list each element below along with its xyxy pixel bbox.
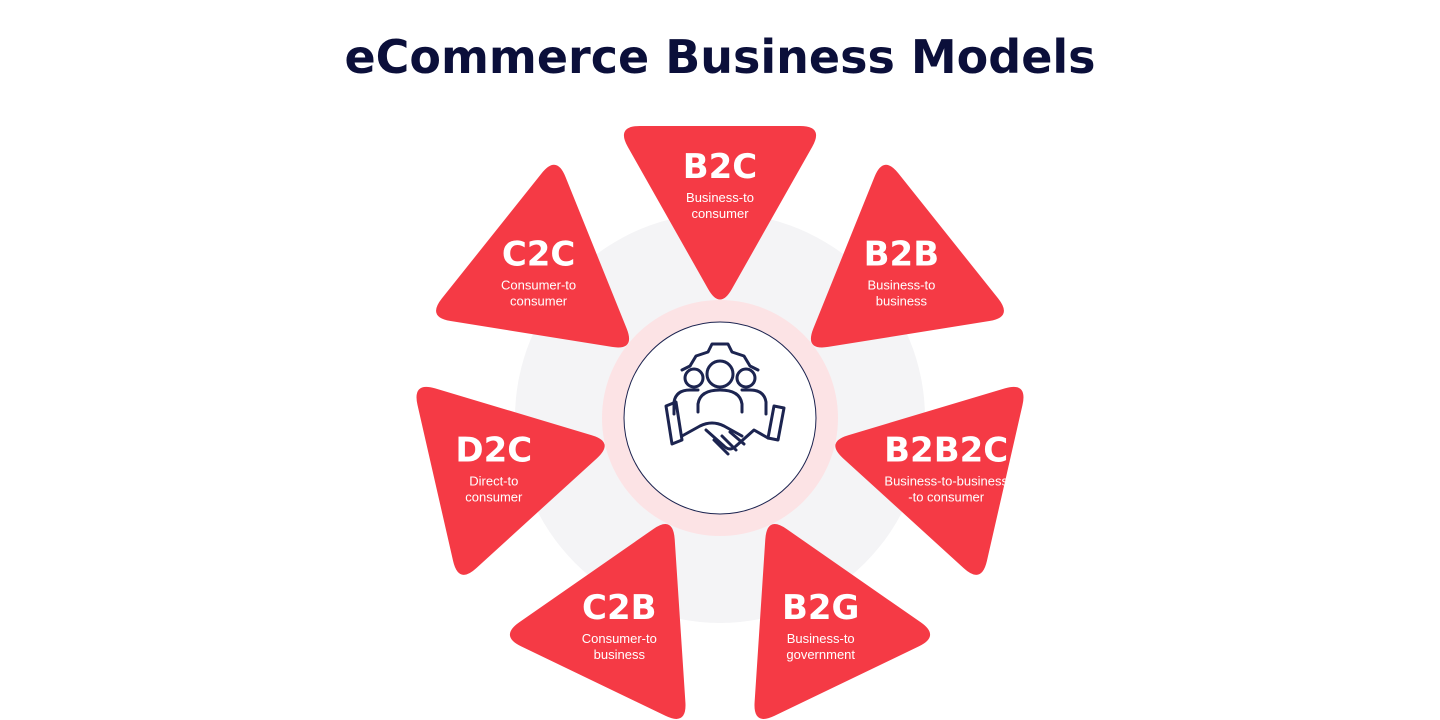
segment-d2c [416, 386, 605, 575]
model-abbr-c2c: C2C [502, 234, 576, 274]
model-abbr-b2b2c: B2B2C [884, 431, 1008, 471]
model-desc-b2c-line-2: consumer [691, 206, 749, 221]
segment-c2b [509, 524, 686, 719]
model-desc-b2b2c-line-1: Business-to-business [884, 474, 1008, 489]
model-abbr-d2c: D2C [455, 431, 532, 471]
segment-c2c [436, 164, 630, 348]
model-desc-d2c-line-2: consumer [465, 490, 523, 505]
model-desc-c2b-line-2: business [594, 647, 646, 662]
model-abbr-b2g: B2G [782, 588, 859, 628]
model-desc-b2b2c-line-2: -to consumer [908, 490, 985, 505]
segment-b2c [623, 126, 817, 300]
model-desc-b2g-line-1: Business-to [787, 631, 855, 646]
model-desc-b2b-line-2: business [876, 293, 928, 308]
model-desc-c2b-line-1: Consumer-to [582, 631, 657, 646]
model-desc-d2c-line-1: Direct-to [469, 474, 518, 489]
model-desc-b2g-line-2: government [786, 647, 855, 662]
model-desc-c2c-line-1: Consumer-to [501, 277, 576, 292]
model-desc-b2c-line-1: Business-to [686, 190, 754, 205]
hub-circle [623, 321, 817, 515]
segments-group [416, 126, 1024, 719]
model-abbr-b2b: B2B [864, 234, 940, 274]
handshake-people-gear-icon [664, 342, 786, 456]
segment-b2g [754, 524, 931, 719]
segment-b2b [810, 164, 1004, 348]
labels-group: B2CBusiness-toconsumerB2BBusiness-tobusi… [455, 147, 1008, 662]
model-desc-b2b-line-1: Business-to [867, 277, 935, 292]
page-title: eCommerce Business Models [344, 30, 1096, 84]
model-abbr-b2c: B2C [683, 147, 758, 187]
model-abbr-c2b: C2B [582, 588, 657, 628]
segment-b2b2c [835, 386, 1024, 575]
model-desc-c2c-line-2: consumer [510, 293, 568, 308]
